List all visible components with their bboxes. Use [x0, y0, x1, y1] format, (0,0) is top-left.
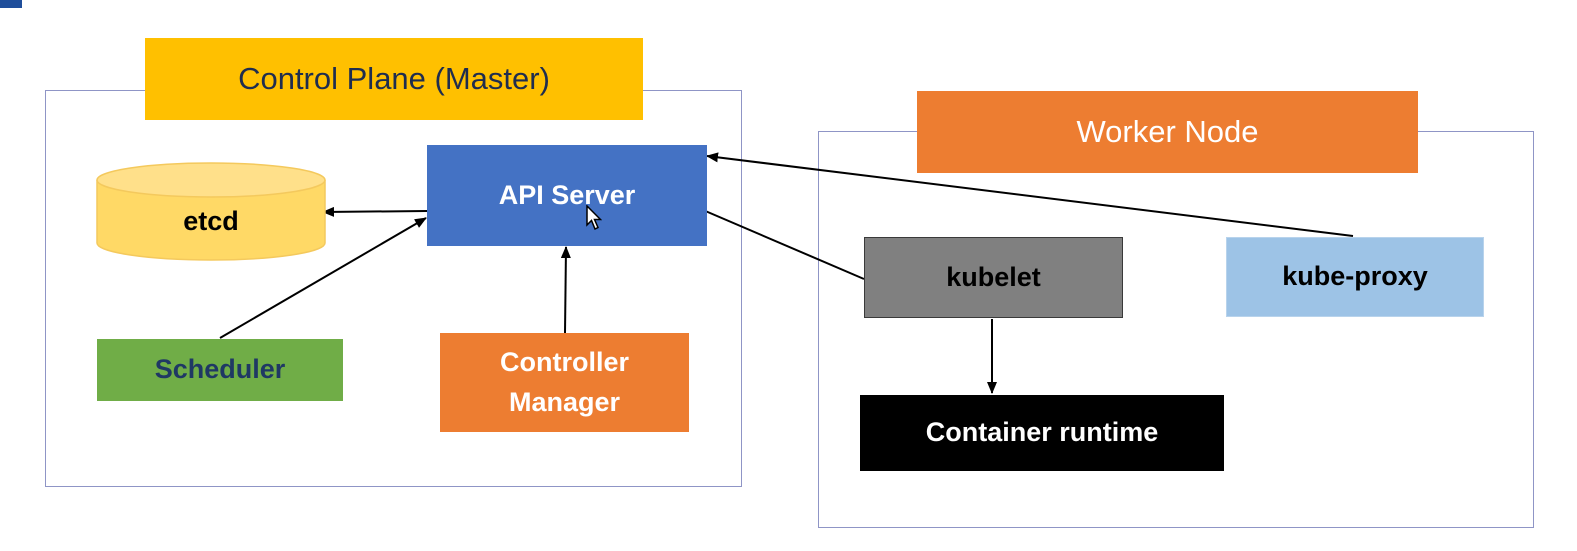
arrow-kube-proxy-to-api-server — [706, 152, 1354, 237]
kube-proxy-label: kube-proxy — [1282, 261, 1428, 292]
api-server-label: API Server — [498, 179, 636, 210]
arrow-api-server-to-etcd — [322, 206, 428, 217]
arrow-scheduler-to-api-server — [219, 217, 427, 339]
container-runtime-box: Container runtime — [860, 395, 1224, 471]
scheduler-label: Scheduler — [154, 354, 286, 385]
scheduler-box: Scheduler — [97, 339, 343, 401]
kubelet-box: kubelet — [864, 237, 1123, 318]
slide-title-fragment — [0, 0, 22, 8]
controller-manager-label-line2: Manager — [508, 386, 621, 417]
mouse-cursor-icon — [586, 205, 602, 231]
etcd-label: etcd — [183, 206, 239, 237]
etcd-cylinder-shape — [96, 162, 326, 261]
controller-manager-label-line1: Controller — [499, 347, 629, 378]
etcd-box: etcd — [97, 197, 325, 247]
worker-node-title-text: Worker Node — [1076, 114, 1259, 149]
control-plane-title: Control Plane (Master) — [145, 38, 643, 120]
worker-node-title: Worker Node — [917, 91, 1418, 173]
arrow-controller-manager-to-api-server — [560, 246, 571, 334]
arrow-kubelet-to-api-server — [688, 203, 865, 280]
kube-proxy-box: kube-proxy — [1226, 237, 1484, 317]
api-server-box: API Server — [427, 145, 707, 246]
container-runtime-label: Container runtime — [925, 417, 1159, 448]
kubelet-label: kubelet — [946, 261, 1041, 292]
control-plane-title-text: Control Plane (Master) — [238, 61, 550, 96]
controller-manager-box: Controller Manager — [440, 333, 689, 432]
